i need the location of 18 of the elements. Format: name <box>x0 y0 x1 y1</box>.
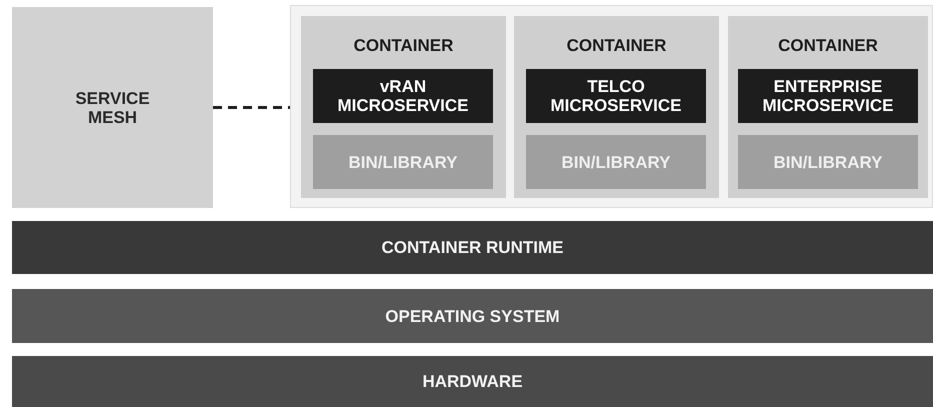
microservice-box: ENTERPRISE MICROSERVICE <box>738 69 918 123</box>
library-box: BIN/LIBRARY <box>313 135 493 189</box>
container-heading: CONTAINER <box>777 36 879 55</box>
library-box: BIN/LIBRARY <box>526 135 706 189</box>
container-box <box>728 16 928 198</box>
layer-bar: OPERATING SYSTEM <box>12 289 933 343</box>
dashed-connector <box>213 106 290 109</box>
layer-bar: HARDWARE <box>12 356 933 407</box>
layer-bar: CONTAINER RUNTIME <box>12 221 933 274</box>
container-box <box>301 16 506 198</box>
container-box <box>514 16 719 198</box>
container-heading: CONTAINER <box>352 36 454 55</box>
microservice-box: TELCO MICROSERVICE <box>526 69 706 123</box>
container-heading: CONTAINER <box>566 36 668 55</box>
library-box: BIN/LIBRARY <box>738 135 918 189</box>
layer-box: SERVICE MESH <box>12 7 213 208</box>
panel-background <box>290 5 933 208</box>
microservice-box: vRAN MICROSERVICE <box>313 69 493 123</box>
